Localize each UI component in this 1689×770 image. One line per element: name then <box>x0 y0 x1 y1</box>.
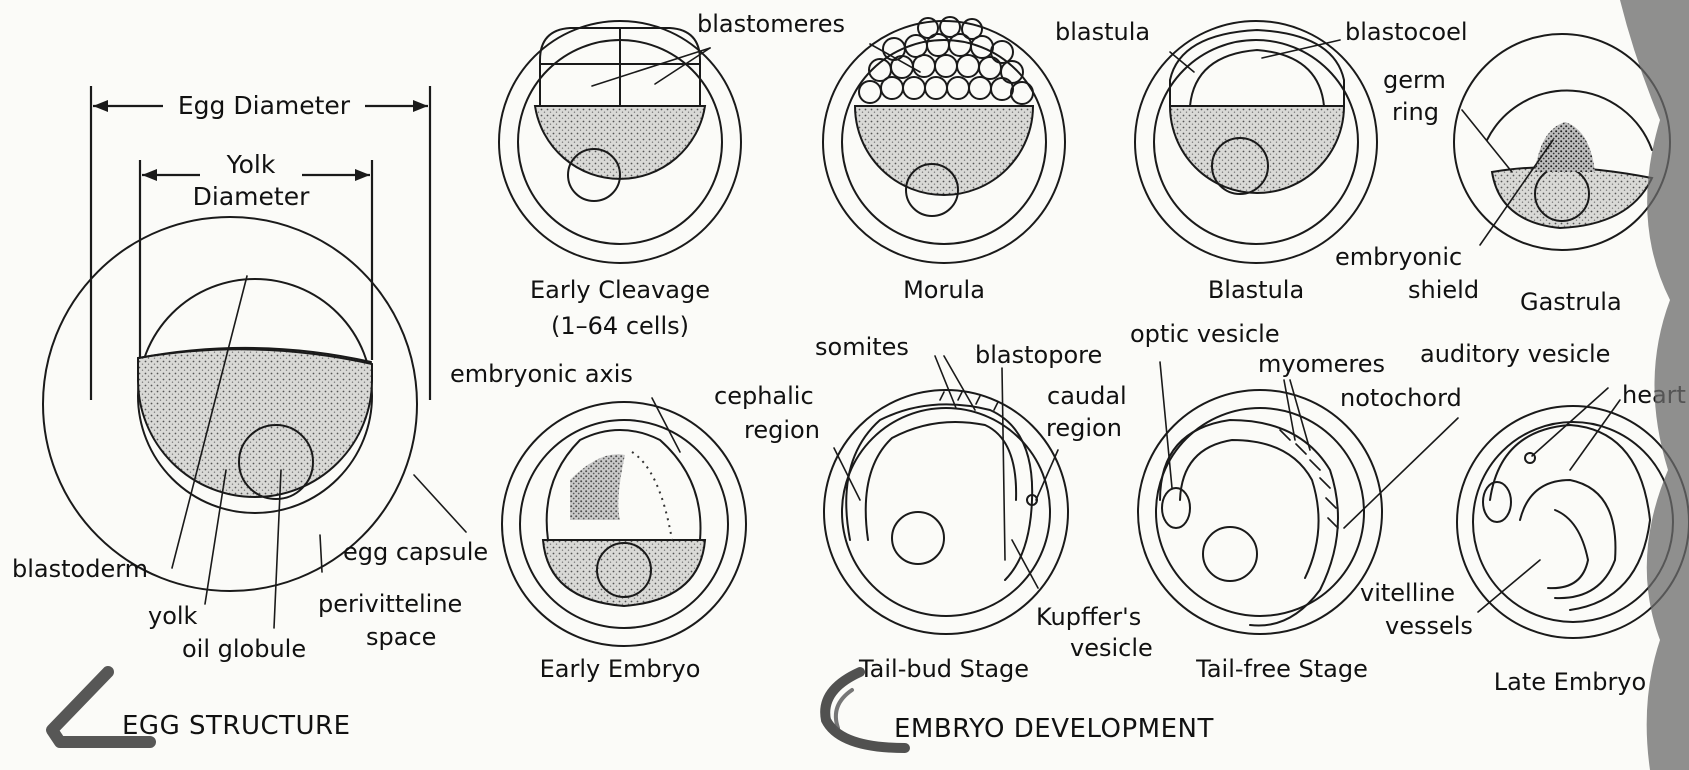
embryo-development-heading: EMBRYO DEVELOPMENT <box>894 714 1214 744</box>
myomeres-label: myomeres <box>1258 350 1385 378</box>
egg-structure-heading: EGG STRUCTURE <box>122 711 351 741</box>
caudal-label-line1: caudal <box>1047 382 1127 410</box>
perivitteline-leader <box>320 535 322 572</box>
perivitteline-label-line2: space <box>366 623 436 651</box>
cephalic-label-line2: region <box>744 416 820 444</box>
germ-ring-label-line1: germ <box>1383 66 1446 94</box>
early-cleavage-name-line2: (1–64 cells) <box>551 312 689 340</box>
yolk-diameter-dimension: Yolk Diameter <box>140 150 372 360</box>
stage-early-cleavage: blastomeres Early Cleavage (1–64 cells) <box>499 10 845 340</box>
yolk-label: yolk <box>148 602 198 630</box>
egg-capsule-leader <box>414 475 466 532</box>
embryo-development-heading-group: EMBRYO DEVELOPMENT <box>825 672 1214 748</box>
kupffer-label-line1: Kupffer's <box>1036 603 1141 631</box>
yolk-mass <box>138 349 372 497</box>
blastula-name: Blastula <box>1208 276 1304 304</box>
stage-morula: Morula <box>823 17 1065 304</box>
blastopore-label: blastopore <box>975 341 1102 369</box>
blastoderm-label: blastoderm <box>12 555 148 583</box>
embryonic-axis-label: embryonic axis <box>450 360 633 388</box>
auditory-vesicle-label: auditory vesicle <box>1420 340 1610 368</box>
egg-diameter-label: Egg Diameter <box>178 91 351 120</box>
morula-name: Morula <box>903 276 985 304</box>
blastula-leader-label: blastula <box>1055 18 1150 46</box>
embryonic-shield-label-line2: shield <box>1408 276 1479 304</box>
gastrula-name: Gastrula <box>1520 288 1622 316</box>
early-embryo-name: Early Embryo <box>540 655 701 683</box>
stage-early-embryo: embryonic axis Early Embryo <box>450 360 746 683</box>
notochord-label: notochord <box>1340 384 1462 412</box>
stage-gastrula: germ ring embryonic shield Gastrula <box>1335 34 1670 316</box>
oil-globule-label: oil globule <box>182 635 306 663</box>
blastomeres-label: blastomeres <box>697 10 845 38</box>
perivitteline-label-line1: perivitteline <box>318 590 462 618</box>
embryonic-shield-label-line1: embryonic <box>1335 243 1462 271</box>
stage-tail-bud: somites blastopore cephalic region cauda… <box>714 333 1153 683</box>
somites-label: somites <box>815 333 909 361</box>
cephalic-label-line1: cephalic <box>714 382 814 410</box>
tail-free-name: Tail-free Stage <box>1195 655 1368 683</box>
early-cleavage-name-line1: Early Cleavage <box>530 276 710 304</box>
vitelline-label-line2: vessels <box>1385 612 1473 640</box>
kupffer-label-line2: vesicle <box>1070 634 1153 662</box>
yolk-diameter-label-line1: Yolk <box>226 150 276 179</box>
egg-capsule-label: egg capsule <box>343 538 488 566</box>
caudal-label-line2: region <box>1046 414 1122 442</box>
egg-structure-figure: Egg Diameter Yolk Diameter blastoderm yo… <box>12 86 488 742</box>
yolk-diameter-label-line2: Diameter <box>193 182 310 211</box>
tail-bud-name: Tail-bud Stage <box>858 655 1029 683</box>
optic-vesicle-label: optic vesicle <box>1130 320 1280 348</box>
late-embryo-name: Late Embryo <box>1494 668 1646 696</box>
germ-ring-label-line2: ring <box>1392 98 1439 126</box>
vitelline-label-line1: vitelline <box>1360 579 1455 607</box>
blastocoel-label: blastocoel <box>1345 18 1468 46</box>
